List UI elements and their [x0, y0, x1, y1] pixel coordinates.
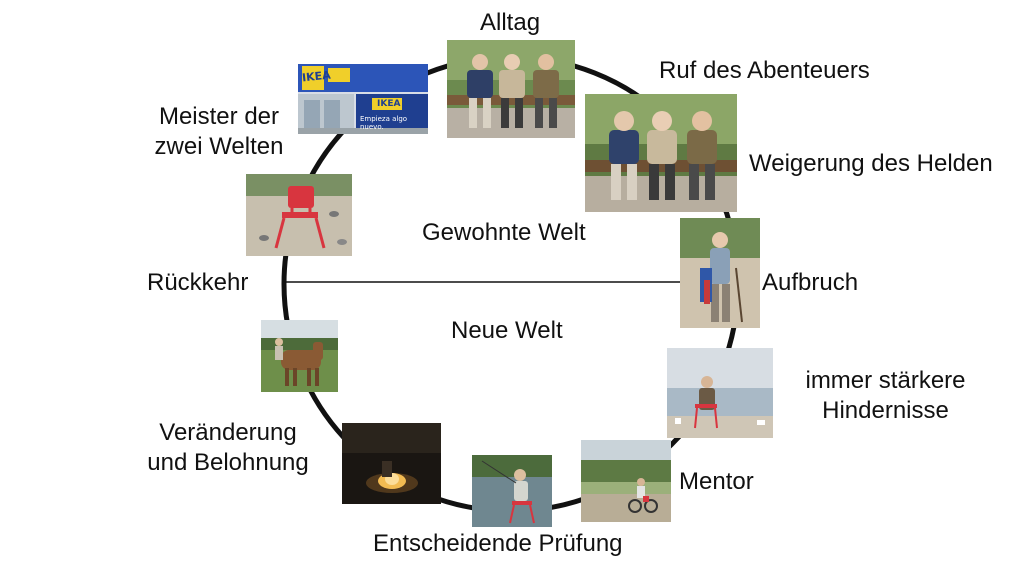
photo-ikea-store: IKEA IKEA Empieza algo nuevo. [298, 64, 428, 134]
photo-hindernisse [667, 348, 773, 438]
label-neue-welt: Neue Welt [451, 317, 563, 344]
label-hindernisse-line2: Hindernisse [822, 397, 949, 424]
ikea-sign-text: IKEA [377, 99, 401, 109]
ikea-tagline-text: Empieza algo nuevo. [360, 115, 408, 131]
label-hindernisse-line1: immer stärkere [805, 367, 966, 394]
label-aufbruch: Aufbruch [762, 269, 859, 296]
photo-alltag [447, 40, 575, 138]
label-entscheidende-pruefung: Entscheidende Prüfung [373, 530, 623, 557]
label-veraenderung-line1: Veränderung [159, 419, 297, 446]
label-meister: Meister der zwei Welten [140, 102, 298, 162]
photo-weigerung [585, 94, 737, 212]
photo-veraenderung [342, 423, 441, 504]
label-veraenderung-line2: und Belohnung [147, 449, 309, 476]
photo-horse [261, 320, 338, 392]
label-hindernisse: immer stärkere Hindernisse [788, 366, 983, 426]
photo-pruefung [472, 455, 552, 527]
photo-aufbruch [680, 218, 760, 328]
photo-red-chair [246, 174, 352, 256]
label-rueckkehr: Rückkehr [147, 269, 249, 296]
photo-mentor [581, 440, 671, 522]
label-meister-line2: zwei Welten [154, 133, 284, 160]
label-gewohnte-welt: Gewohnte Welt [422, 219, 586, 246]
label-mentor: Mentor [679, 468, 754, 495]
label-veraenderung: Veränderung und Belohnung [130, 418, 326, 478]
label-meister-line1: Meister der [158, 103, 280, 130]
label-alltag: Alltag [480, 9, 541, 36]
label-weigerung-des-helden: Weigerung des Helden [749, 150, 993, 177]
label-ruf-des-abenteuers: Ruf des Abenteuers [659, 57, 870, 84]
